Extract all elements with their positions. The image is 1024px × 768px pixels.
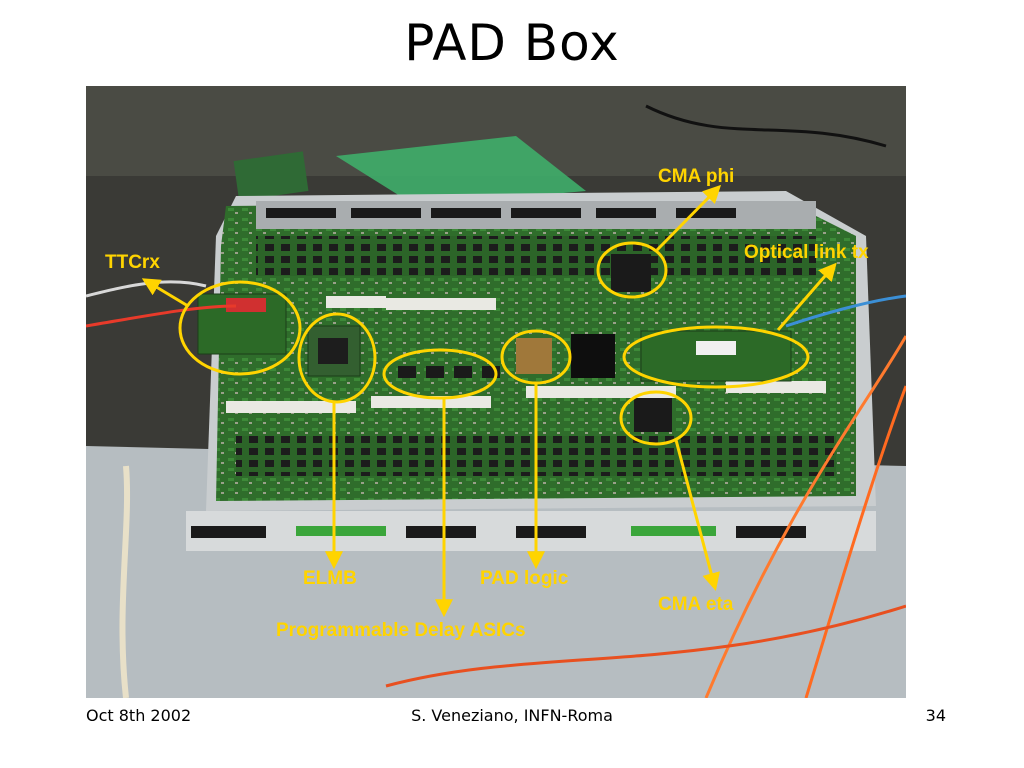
footer-page-number: 34: [925, 706, 946, 725]
footer-date: Oct 8th 2002: [86, 706, 192, 725]
elmb-ellipse: [297, 312, 377, 404]
optical-link-ellipse: [622, 325, 810, 389]
cma-eta-arrow: [674, 439, 720, 591]
label-ttcrx: TTCrx: [105, 252, 160, 273]
pad-box-photo: [86, 86, 906, 698]
pad-logic-ellipse: [500, 329, 572, 385]
ttcrx-ellipse: [178, 280, 302, 376]
footer-author: S. Veneziano, INFN-Roma: [411, 706, 613, 725]
optical-link-arrow: [776, 262, 837, 331]
label-pad-logic: PAD logic: [480, 568, 569, 589]
label-cma-eta: CMA eta: [658, 594, 734, 615]
label-optical-link: Optical link tx: [744, 242, 869, 263]
label-delay-asics: Programmable Delay ASICs: [276, 620, 526, 641]
ttcrx-arrow: [141, 278, 189, 308]
cma-eta-ellipse: [619, 390, 693, 446]
slide-title: PAD Box: [404, 14, 620, 72]
delay-asics-ellipse: [382, 348, 498, 400]
cma-phi-ellipse: [596, 241, 668, 299]
label-cma-phi: CMA phi: [658, 166, 734, 187]
cma-phi-arrow: [655, 184, 722, 252]
label-elmb: ELMB: [303, 568, 357, 589]
